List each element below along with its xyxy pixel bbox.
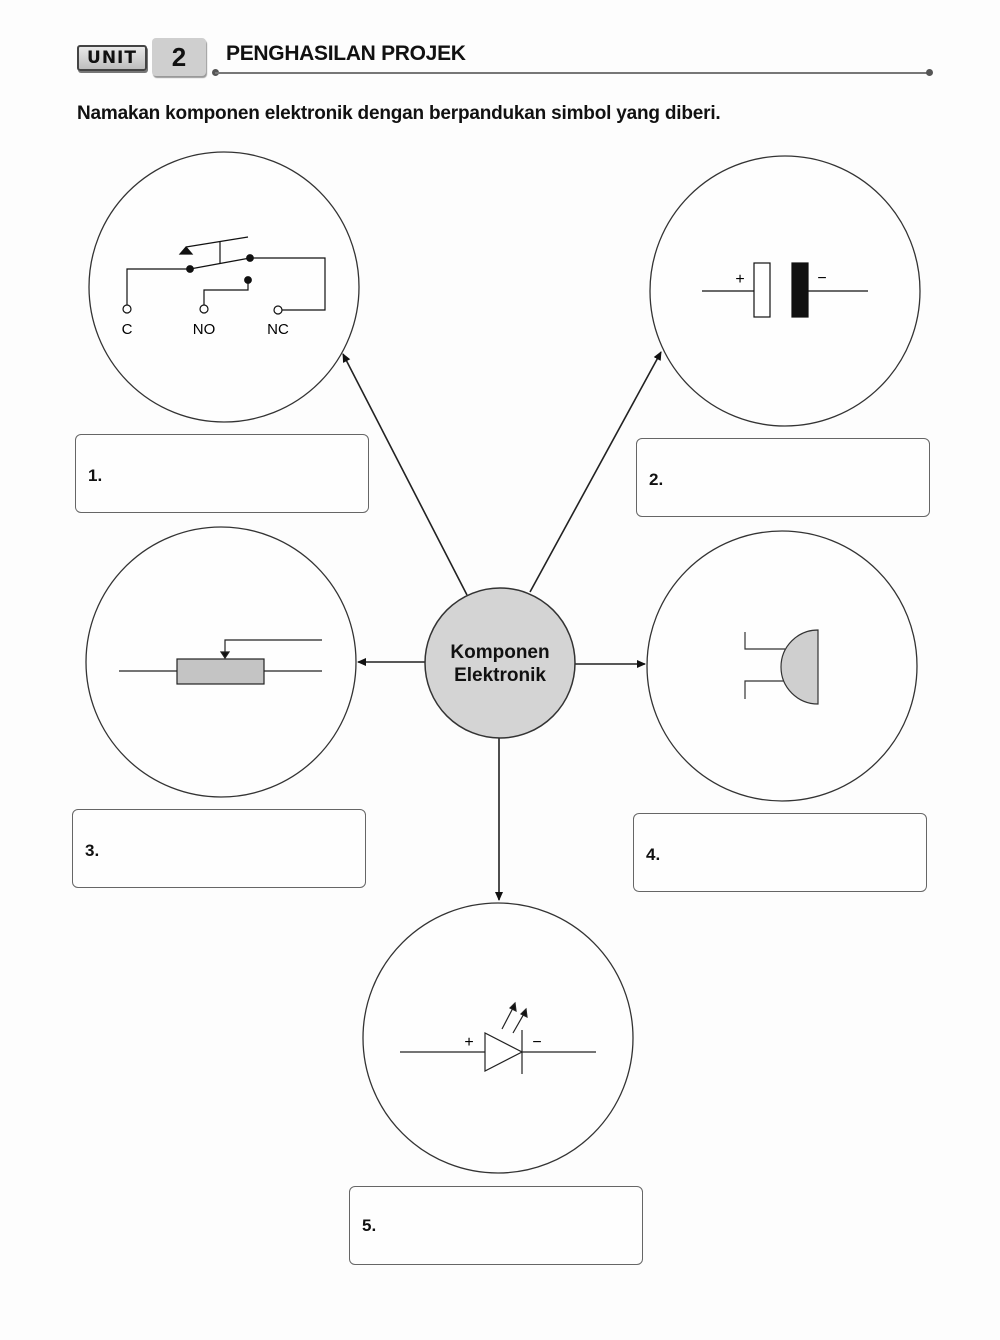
hub-circle (424, 587, 576, 739)
capacitor-minus-sign: − (817, 270, 826, 287)
capacitor-plus-sign: + (735, 271, 744, 288)
relay-symbol-icon (122, 236, 326, 315)
led-symbol-icon (400, 1001, 596, 1074)
circle-component-1 (88, 151, 360, 423)
buzzer-symbol-icon (744, 629, 819, 705)
answer-box-4[interactable]: 4. (633, 813, 927, 892)
answer-box-1[interactable]: 1. (75, 434, 369, 513)
unit-tag: UNIT (77, 45, 147, 71)
header-line-end-dot (926, 69, 933, 76)
led-plus-sign: + (464, 1034, 473, 1051)
answer-input-4[interactable] (674, 828, 916, 877)
hub-label-line1: Komponen (450, 642, 550, 663)
answer-number-3: 3. (85, 841, 100, 860)
arrow-to-2 (529, 351, 662, 593)
page-title: PENGHASILAN PROJEK (226, 42, 466, 65)
answer-input-3[interactable] (113, 824, 355, 873)
relay-terminal-no: NO (193, 321, 216, 338)
relay-terminal-c: C (122, 321, 133, 338)
circle-component-2 (649, 155, 921, 427)
answer-box-3[interactable]: 3. (72, 809, 366, 888)
answer-input-5[interactable] (390, 1201, 632, 1250)
capacitor-symbol-icon (702, 262, 868, 318)
relay-terminal-nc: NC (267, 321, 289, 338)
led-minus-sign: − (532, 1034, 541, 1051)
instruction-text: Namakan komponen elektronik dengan berpa… (77, 103, 721, 124)
answer-number-4: 4. (646, 845, 661, 864)
arrow-to-1 (342, 353, 468, 596)
answer-box-2[interactable]: 2. (636, 438, 930, 517)
hub-label-line2: Elektronik (454, 665, 546, 686)
answer-number-2: 2. (649, 470, 664, 489)
answer-number-1: 1. (88, 466, 103, 485)
header-underline (215, 72, 930, 74)
hub-label: Komponen Elektronik (424, 641, 576, 687)
connector-arrows (342, 351, 662, 901)
unit-number: 2 (152, 38, 206, 76)
answer-number-5: 5. (362, 1216, 377, 1235)
answer-input-2[interactable] (677, 453, 919, 502)
answer-input-1[interactable] (116, 449, 358, 498)
variable-resistor-symbol-icon (119, 639, 322, 685)
answer-box-5[interactable]: 5. (349, 1186, 643, 1265)
circle-component-5 (362, 902, 634, 1174)
